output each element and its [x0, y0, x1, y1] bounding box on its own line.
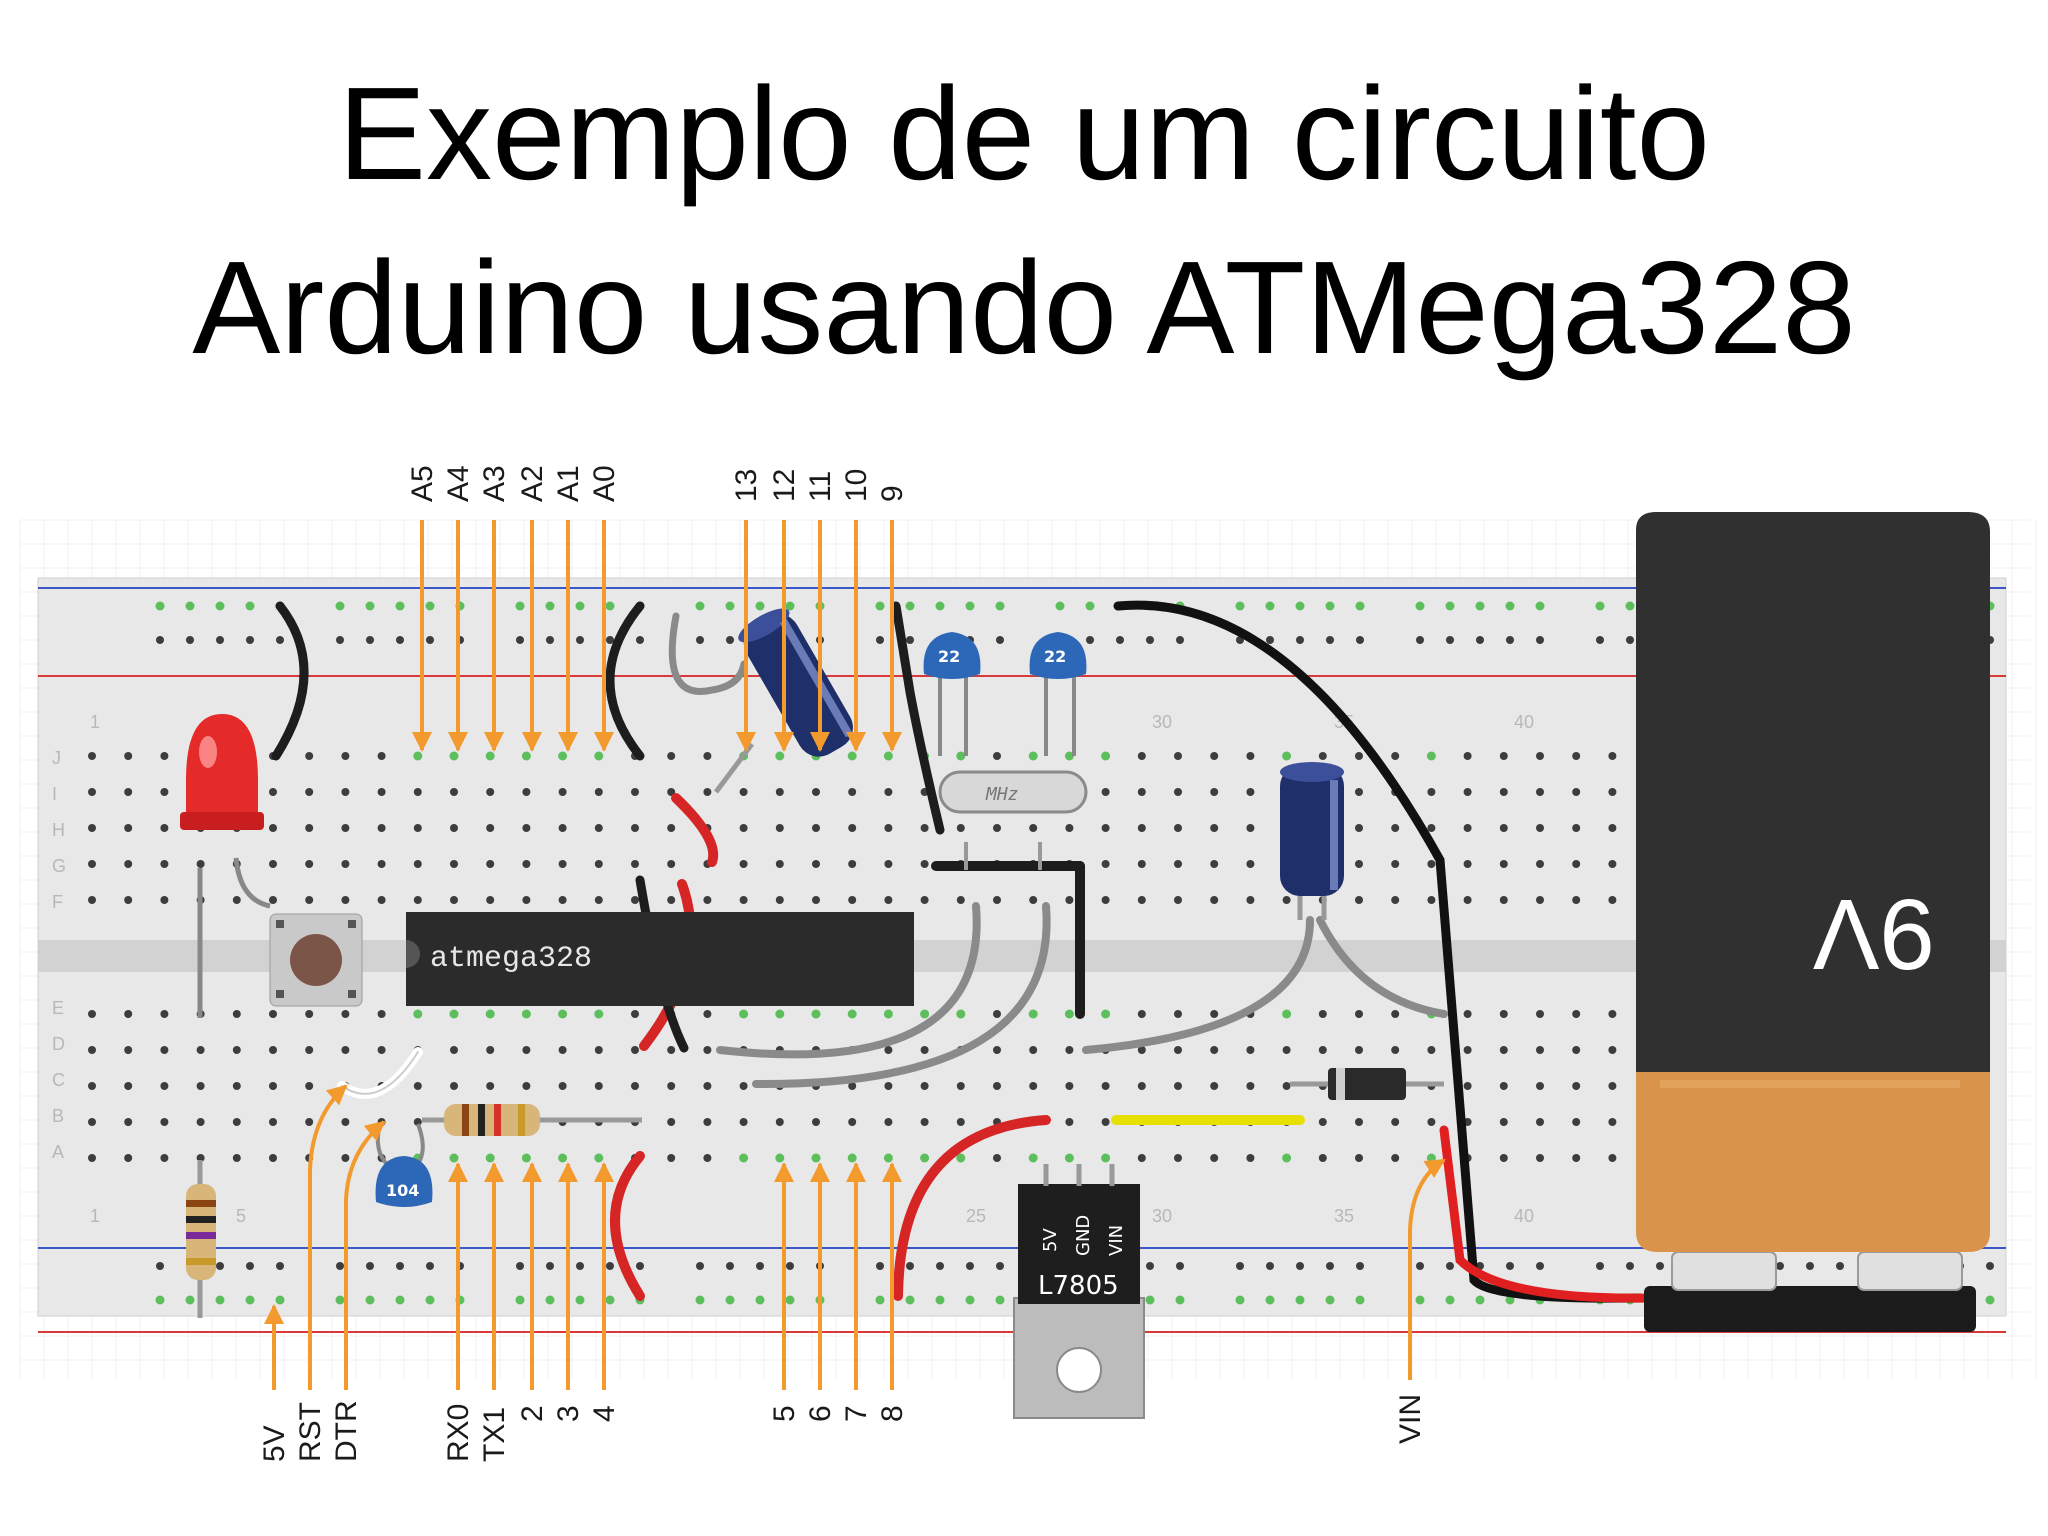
page-title-line-1: Exemplo de um circuito [338, 60, 1710, 207]
row-label-j: J [52, 748, 61, 768]
arrow-vin [1408, 1158, 1446, 1380]
atmega328-chip: atmega328 [406, 912, 914, 1006]
row-label-h: H [52, 820, 65, 840]
pin-labels-top: A5 A4 A3 A2 A1 A0 13 12 11 10 9 [406, 465, 909, 502]
pin-label-rst: RST [294, 1402, 327, 1462]
regulator-pin-5v: 5V [1040, 1228, 1061, 1252]
wire-grey-cap-top [668, 612, 748, 695]
wire-red-5v-rail [610, 1151, 645, 1301]
pin-label-3: 3 [552, 1405, 585, 1422]
capacitor-22-left-label: 22 [938, 647, 960, 666]
wire-grey-cap-right [1316, 916, 1448, 1018]
pin-label-9: 9 [876, 485, 909, 502]
wire-black-gnd-left [271, 601, 309, 761]
pin-label-5: 5 [768, 1405, 801, 1422]
arrows-bottom [264, 1084, 1446, 1390]
pin-label-a5: A5 [406, 465, 439, 502]
chip-label: atmega328 [430, 942, 592, 976]
wire-grey-cap-left [1082, 916, 1314, 1054]
pin-label-5v: 5V [258, 1425, 291, 1462]
row-label-e: E [52, 998, 64, 1018]
capacitor-22-right-label: 22 [1044, 647, 1066, 666]
capacitor-22-left: 22 [923, 632, 981, 756]
voltage-regulator-l7805: 5V GND VIN L7805 [1013, 1164, 1145, 1419]
pin-label-dtr: DTR [330, 1400, 363, 1462]
wire-black-pin9 [891, 601, 945, 835]
column-label-30-bottom: 30 [1152, 1206, 1172, 1226]
wire-grey-crystal-a [716, 902, 981, 1059]
column-labels: 1 1 5 25 30 30 35 35 40 40 [90, 712, 1534, 1226]
arrow-dtr [344, 1120, 386, 1390]
resistor-vertical [186, 1160, 216, 1318]
led-red [180, 714, 271, 1018]
pin-label-4: 4 [588, 1405, 621, 1422]
wire-white-reset-outline [341, 1051, 419, 1095]
arrow-rst [308, 1084, 348, 1390]
column-label-1-bottom: 1 [90, 1206, 100, 1226]
electrolytic-capacitor-top [714, 608, 853, 794]
pin-label-a3: A3 [478, 465, 511, 502]
column-label-25: 25 [966, 1206, 986, 1226]
column-label-40-bottom: 40 [1514, 1206, 1534, 1226]
pin-label-a2: A2 [516, 465, 549, 502]
diode [1290, 1068, 1444, 1100]
pin-label-2: 2 [516, 1405, 549, 1422]
push-button [269, 913, 363, 1007]
pin-label-10: 10 [840, 469, 873, 502]
row-label-a: A [52, 1142, 64, 1162]
pin-label-tx1: TX1 [478, 1407, 511, 1462]
electrolytic-capacitor-right [1280, 762, 1344, 920]
row-label-c: C [52, 1070, 65, 1090]
wire-red-short [671, 793, 719, 867]
resistor-horizontal [422, 1104, 642, 1136]
pin-label-6: 6 [804, 1405, 837, 1422]
battery-label: 9V [1813, 878, 1936, 990]
pin-label-7: 7 [840, 1405, 873, 1422]
wire-grey-crystal-b [752, 902, 1051, 1089]
wire-red-regulator-out [893, 1115, 1051, 1301]
pin-label-vin: VIN [1394, 1394, 1427, 1444]
column-label-1-top: 1 [90, 712, 100, 732]
row-label-i: I [52, 784, 57, 804]
pin-label-13: 13 [730, 469, 763, 502]
pin-label-a1: A1 [552, 465, 585, 502]
column-label-30-top: 30 [1152, 712, 1172, 732]
wire-black-gnd-mid [605, 601, 645, 761]
regulator-pin-gnd: GND [1073, 1215, 1094, 1256]
column-label-35-bottom: 35 [1334, 1206, 1354, 1226]
pin-label-rx0: RX0 [442, 1404, 475, 1462]
pin-labels-bottom: 5V RST DTR RX0 TX1 2 3 4 5 6 7 8 VIN [258, 1394, 1427, 1462]
row-label-b: B [52, 1106, 64, 1126]
row-label-f: F [52, 892, 63, 912]
wire-red-battery-pos [1439, 1125, 1653, 1303]
row-labels-top: J I H G F [52, 748, 66, 912]
pin-label-a0: A0 [588, 465, 621, 502]
column-label-40-top: 40 [1514, 712, 1534, 732]
row-labels-bottom: E D C B A [52, 998, 65, 1162]
regulator-pin-vin: VIN [1106, 1225, 1127, 1256]
capacitor-104-label: 104 [386, 1181, 419, 1200]
battery-9v: 9V [1636, 512, 1990, 1332]
column-label-5: 5 [236, 1206, 246, 1226]
row-label-d: D [52, 1034, 65, 1054]
pin-label-a4: A4 [442, 465, 475, 502]
crystal-oscillator: MHz [938, 770, 1088, 870]
pin-label-12: 12 [768, 469, 801, 502]
regulator-part-label: L7805 [1038, 1271, 1119, 1301]
crystal-label: MHz [985, 784, 1019, 805]
row-label-g: G [52, 856, 66, 876]
pin-label-11: 11 [804, 471, 837, 502]
wires [271, 600, 1653, 1303]
capacitor-22-right: 22 [1029, 632, 1087, 756]
arrows-top [412, 520, 902, 752]
pin-label-8: 8 [876, 1405, 909, 1422]
page-title-line-2: Arduino usando ATMega328 [192, 234, 1856, 381]
circuit-diagram: J I H G F E D C B A 1 1 5 25 30 30 35 35… [19, 465, 2037, 1462]
breadboard-holes [88, 601, 1995, 1305]
